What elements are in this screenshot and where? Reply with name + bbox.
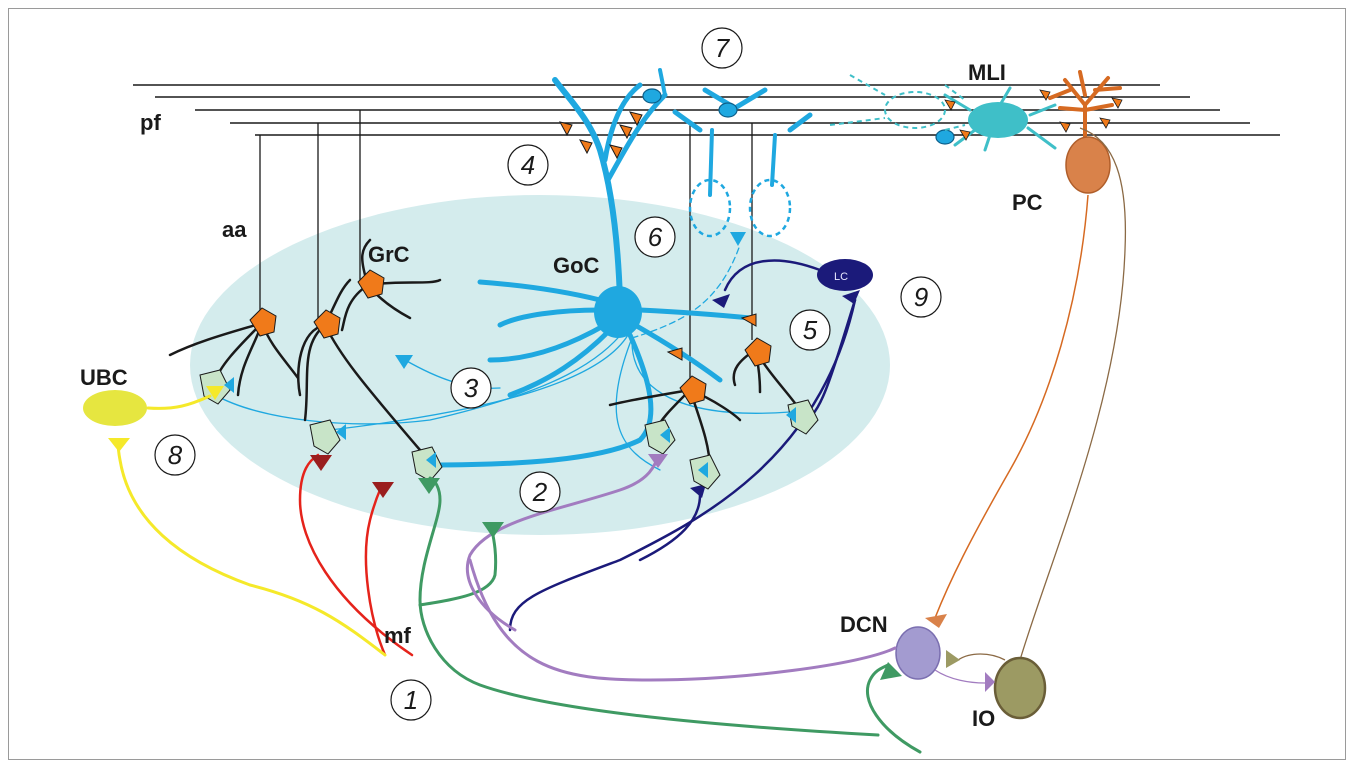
marker-2-label: 2 bbox=[532, 477, 548, 507]
mossy-fiber-terminals bbox=[108, 386, 902, 680]
lc-soma bbox=[817, 259, 873, 291]
mli-soma bbox=[968, 102, 1028, 138]
marker-4-label: 4 bbox=[521, 150, 535, 180]
dcn-io-projection bbox=[934, 669, 986, 684]
golgi-pf-contacts bbox=[642, 88, 955, 145]
glomeruli bbox=[199, 369, 819, 490]
marker-1-label: 1 bbox=[404, 685, 418, 715]
marker-7-label: 7 bbox=[715, 33, 731, 63]
purkinje-axon bbox=[934, 194, 1089, 619]
marker-4 bbox=[507, 144, 549, 186]
label-pf: pf bbox=[140, 110, 161, 135]
marker-3-label: 3 bbox=[464, 373, 479, 403]
dcn-io-terminal bbox=[985, 672, 995, 692]
purkinje-soma bbox=[1065, 136, 1111, 194]
marker-1 bbox=[390, 679, 432, 721]
label-mli: MLI bbox=[968, 60, 1006, 85]
io-to-dcn bbox=[957, 653, 1006, 661]
io-climbing-fiber bbox=[1019, 127, 1127, 661]
label-dcn: DCN bbox=[840, 612, 888, 637]
marker-8-label: 8 bbox=[168, 440, 183, 470]
label-io: IO bbox=[972, 706, 995, 731]
purkinje-terminal bbox=[925, 614, 947, 628]
label-aa: aa bbox=[222, 217, 247, 242]
marker-5 bbox=[789, 309, 831, 351]
pf-synapses-on-goc bbox=[559, 111, 643, 160]
io-terminal bbox=[946, 650, 960, 668]
golgi-cell-dashed-somata bbox=[688, 178, 792, 238]
pf-synapses-on-mli bbox=[944, 89, 1051, 141]
mli-dashed-cell bbox=[829, 74, 966, 131]
marker-8 bbox=[154, 434, 196, 476]
marker-7 bbox=[701, 27, 743, 69]
dcn-soma bbox=[895, 626, 941, 680]
label-lc: LC bbox=[834, 271, 848, 283]
parallel-fibers bbox=[133, 84, 1280, 136]
label-goc: GoC bbox=[553, 253, 600, 278]
marker-9-label: 9 bbox=[914, 282, 928, 312]
label-pc: PC bbox=[1012, 190, 1043, 215]
golgi-soma bbox=[594, 286, 642, 338]
mossy-fibers bbox=[116, 394, 922, 754]
lc-axons bbox=[508, 259, 857, 632]
label-ubc: UBC bbox=[80, 365, 128, 390]
marker-6 bbox=[634, 216, 676, 258]
io-soma bbox=[993, 656, 1047, 720]
label-grc: GrC bbox=[368, 242, 410, 267]
structure-labels: pf aa GrC GoC UBC mf MLI PC DCN IO LC bbox=[80, 60, 1043, 731]
golgi-terminals-in-glomeruli bbox=[224, 232, 796, 478]
figure-frame bbox=[8, 8, 1346, 760]
marker-3 bbox=[450, 367, 492, 409]
marker-5-label: 5 bbox=[803, 315, 818, 345]
circled-number-markers bbox=[154, 27, 942, 721]
label-mf: mf bbox=[384, 623, 412, 648]
ubc-soma bbox=[83, 390, 147, 426]
purkinje-dendrites bbox=[1048, 70, 1122, 142]
circled-number-text: 1 2 3 4 5 6 7 8 9 bbox=[168, 33, 928, 715]
pf-synapses-on-pc bbox=[1059, 97, 1123, 133]
marker-2 bbox=[519, 471, 561, 513]
ascending-axons bbox=[259, 110, 753, 380]
marker-6-label: 6 bbox=[648, 222, 663, 252]
granule-somata bbox=[249, 269, 772, 405]
marker-9 bbox=[900, 276, 942, 318]
